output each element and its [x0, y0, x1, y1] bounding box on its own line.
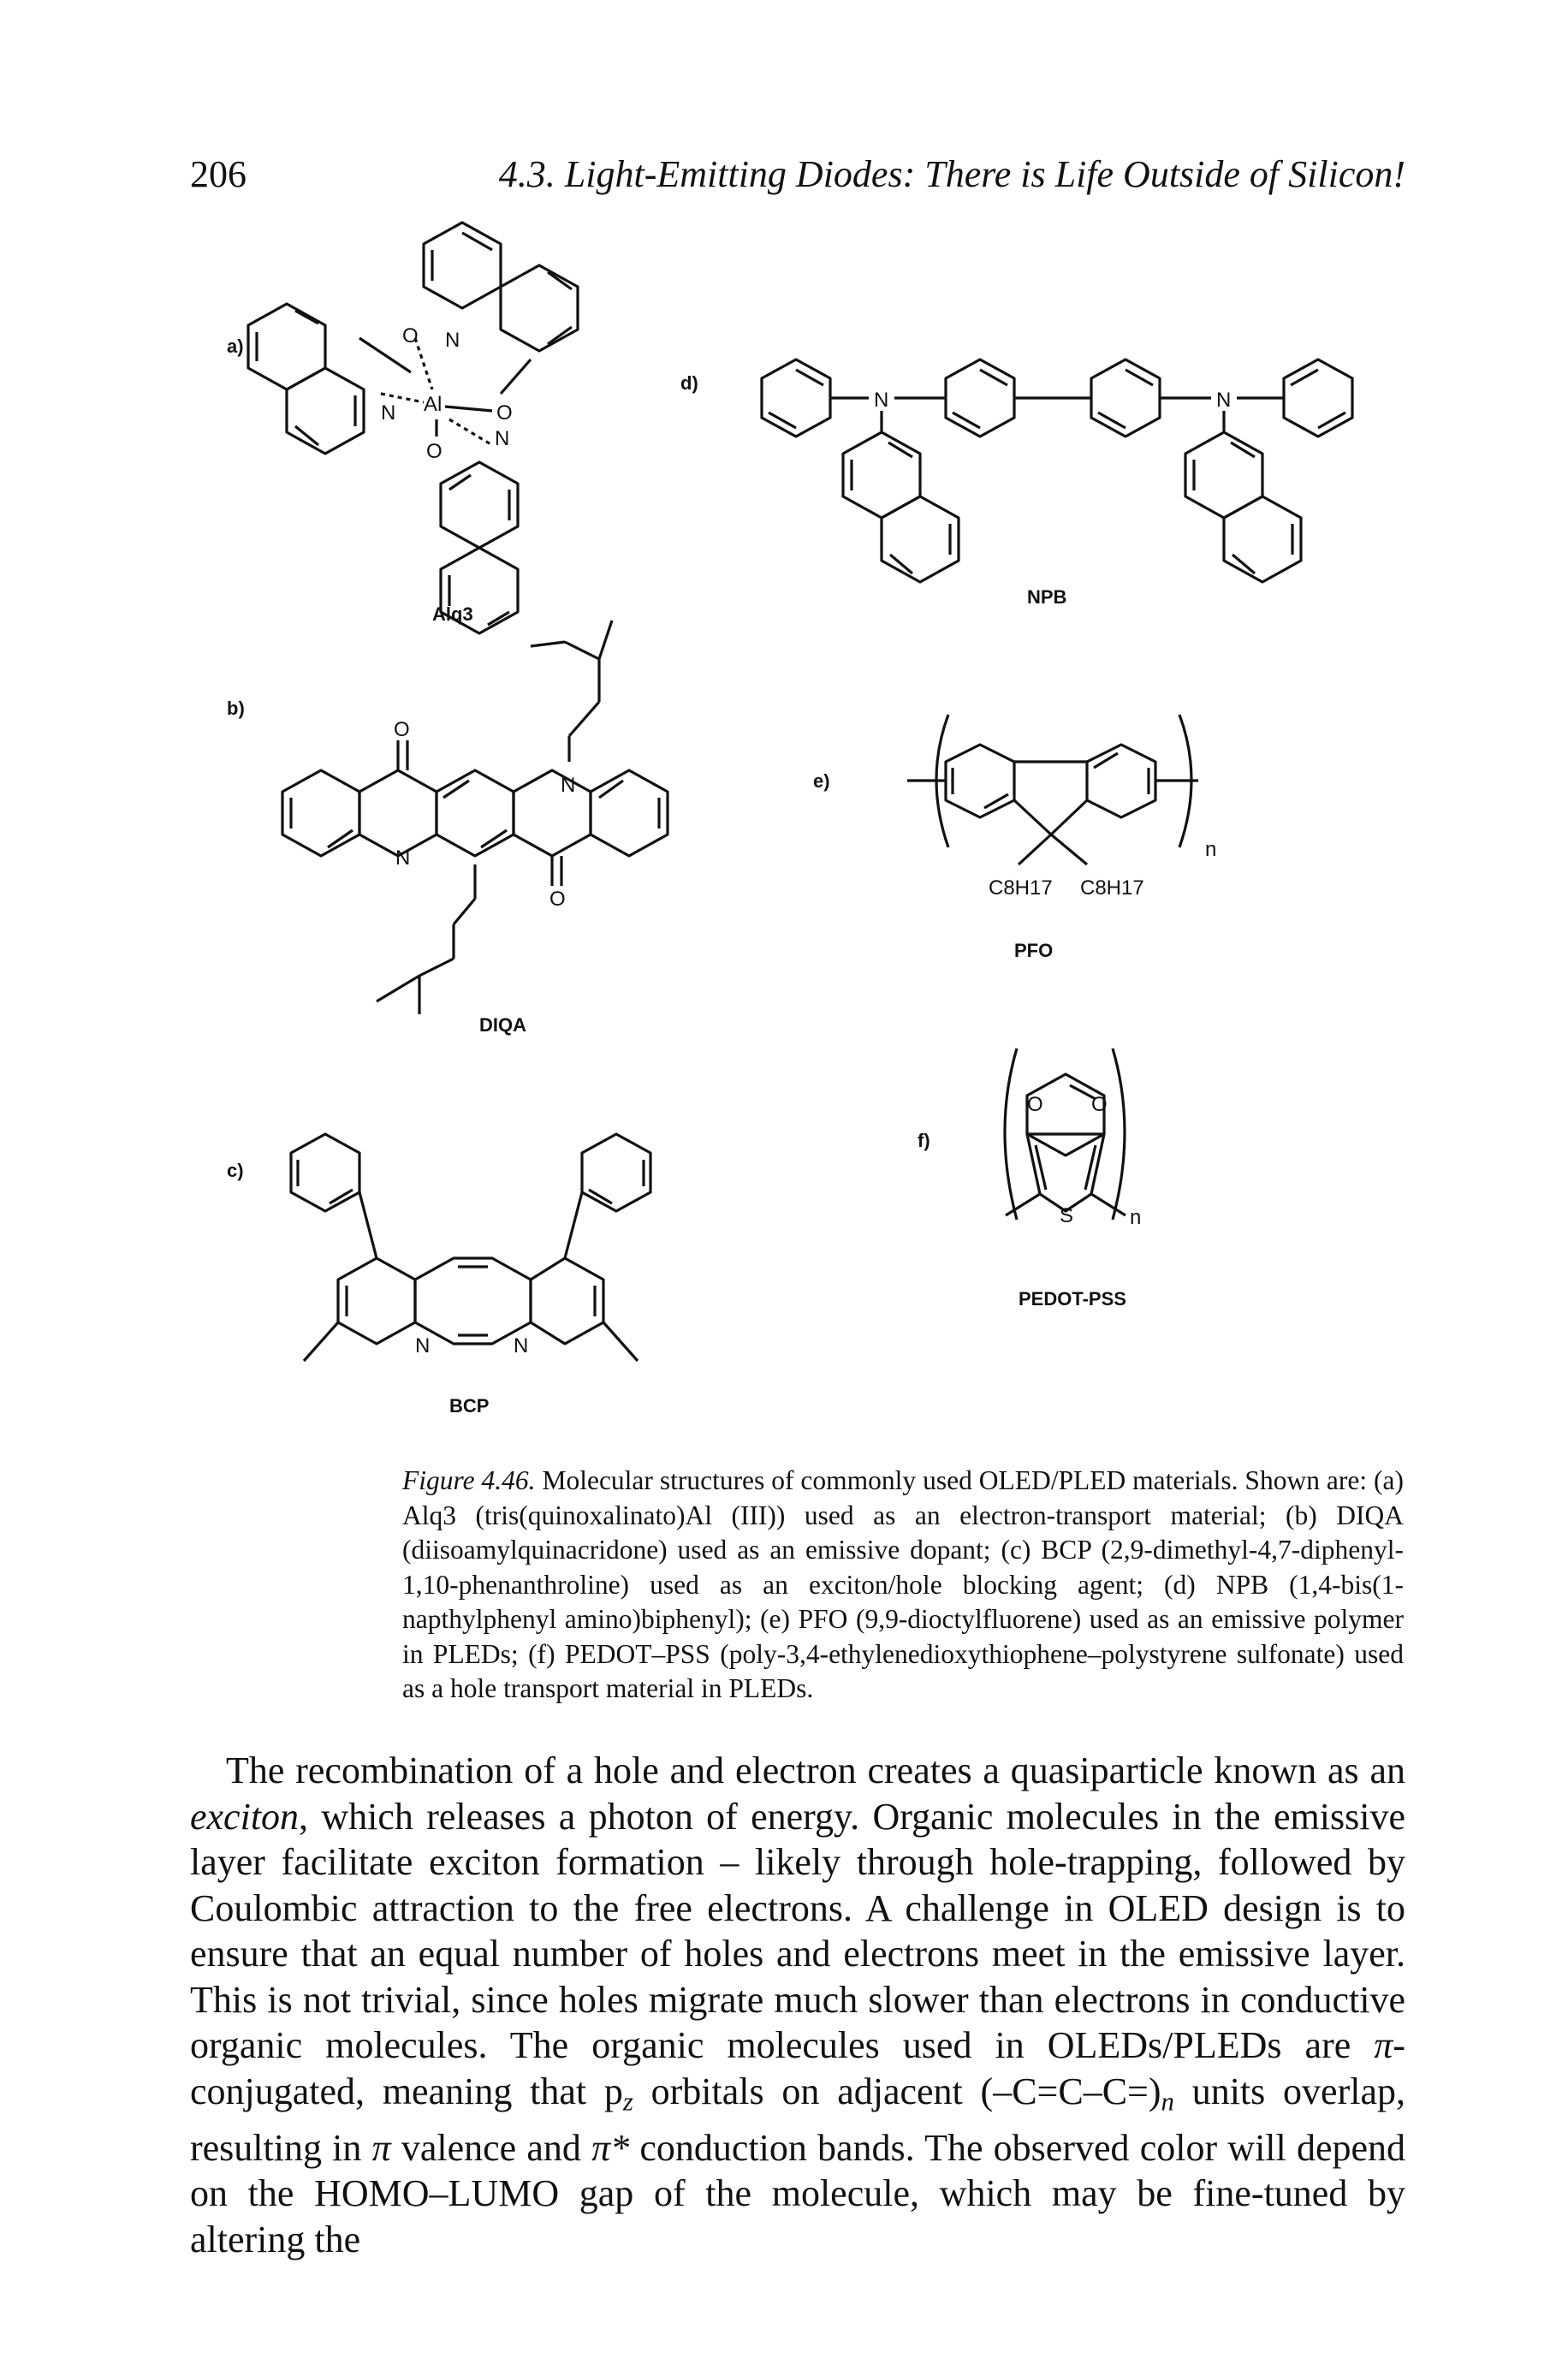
panel-labels: a) Alq3 d) NPB b) DIQA e) PFO f) PEDOT-P… [227, 336, 1126, 1417]
panel-b-letter: b) [227, 698, 245, 719]
caption-label: Figure 4.46. [402, 1465, 536, 1495]
alq3-n1: N [445, 329, 460, 352]
panel-d-letter: d) [680, 372, 698, 394]
n-subscript: n [1161, 2087, 1174, 2117]
pfo-structure [907, 714, 1198, 866]
term-exciton: exciton [190, 1795, 300, 1838]
diqa-structure [281, 620, 669, 1014]
body-text-5: units overlap, resulting in [190, 2070, 1405, 2169]
body-paragraph: The recombination of a hole and electron… [190, 1748, 1405, 2262]
npb-structure [760, 358, 1354, 584]
body-text-4: orbitals on adjacent (–C=C–C=) [633, 2070, 1161, 2112]
alq3-al: Al [424, 393, 442, 416]
pedot-s: S [1060, 1204, 1073, 1227]
panel-a-name: Alq3 [432, 603, 473, 625]
panel-e-name: PFO [1014, 940, 1053, 961]
body-text-7: conduction bands. The observed color wil… [190, 2126, 1405, 2260]
page-header: 206 4.3. Light-Emitting Diodes: There is… [190, 152, 1405, 212]
pedot-o1: O [1027, 1093, 1043, 1116]
diqa-n1: N [561, 774, 575, 797]
diqa-o1: O [394, 718, 410, 741]
alq3-structure [246, 221, 579, 635]
pfo-n: n [1205, 838, 1216, 861]
alq3-o3: O [426, 440, 442, 463]
bcp-n2: N [514, 1334, 528, 1357]
pi-star-symbol: π* [591, 2126, 630, 2169]
figure-caption: Figure 4.46. Molecular structures of com… [402, 1464, 1404, 1707]
panel-c-name: BCP [449, 1395, 489, 1417]
page-number: 206 [190, 153, 246, 195]
figure-molecular-structures: O N O N Al O N N N O O N N O O S n n C8H… [227, 221, 1354, 1417]
panel-f-name: PEDOT-PSS [1019, 1288, 1126, 1310]
pedot-structure [1003, 1048, 1126, 1221]
body-text-3: -conjugated, meaning that p [190, 2024, 1405, 2112]
panel-b-name: DIQA [479, 1014, 526, 1036]
panel-e-letter: e) [813, 770, 830, 792]
diqa-o2: O [549, 888, 566, 911]
body-text-6: valence and [390, 2126, 592, 2169]
npb-n1: N [874, 389, 888, 412]
alq3-n3: N [495, 427, 509, 450]
pedot-n: n [1130, 1206, 1141, 1229]
bcp-n1: N [415, 1334, 430, 1357]
alq3-o2: O [496, 401, 513, 425]
running-head: 4.3. Light-Emitting Diodes: There is Lif… [498, 153, 1405, 195]
diqa-n2: N [395, 846, 410, 870]
pi-symbol: π [1374, 2024, 1393, 2066]
alq3-n2: N [381, 401, 395, 425]
paragraph-1: The recombination of a hole and electron… [190, 1748, 1405, 2262]
pfo-alkyl-2: C8H17 [1080, 876, 1144, 900]
pi-symbol-2: π [371, 2126, 391, 2169]
pedot-o2: O [1091, 1093, 1108, 1116]
caption-text: Molecular structures of commonly used OL… [402, 1465, 1404, 1703]
body-text-1: The recombination of a hole and electron… [226, 1749, 1405, 1791]
npb-n2: N [1216, 389, 1231, 412]
structures-drawing: O N O N Al O N N N O O N N O O S n n C8H… [227, 221, 1354, 1417]
pfo-alkyl-1: C8H17 [989, 876, 1053, 900]
alq3-o1: O [402, 324, 419, 347]
pz-subscript: z [622, 2087, 633, 2117]
panel-a-letter: a) [227, 336, 244, 357]
bcp-structure [289, 1132, 652, 1363]
panel-f-letter: f) [918, 1130, 930, 1151]
body-text-2: , which releases a photon of energy. Org… [190, 1795, 1405, 2067]
panel-d-name: NPB [1027, 586, 1066, 608]
atom-labels: O N O N Al O N N N O O N N O O S n n C8H… [381, 324, 1231, 1357]
panel-c-letter: c) [227, 1160, 244, 1181]
